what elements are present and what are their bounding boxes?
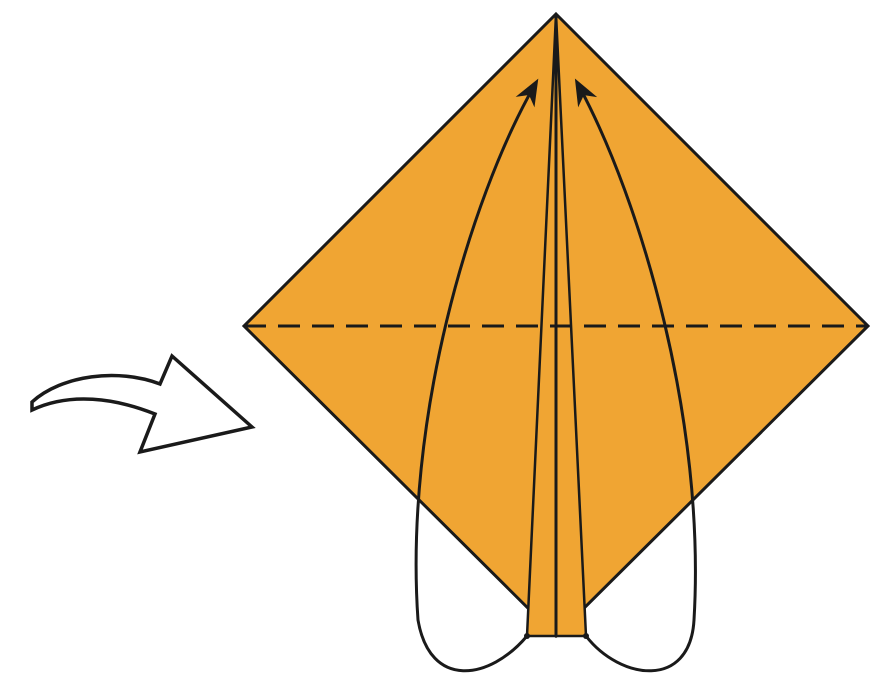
flap-tip-marker (524, 633, 530, 639)
flap-tip-marker (583, 633, 589, 639)
curved-right-arrow-icon (30, 353, 256, 455)
fold-up-arrow-icon (574, 78, 697, 673)
fold-up-arrow-icon (414, 78, 539, 673)
